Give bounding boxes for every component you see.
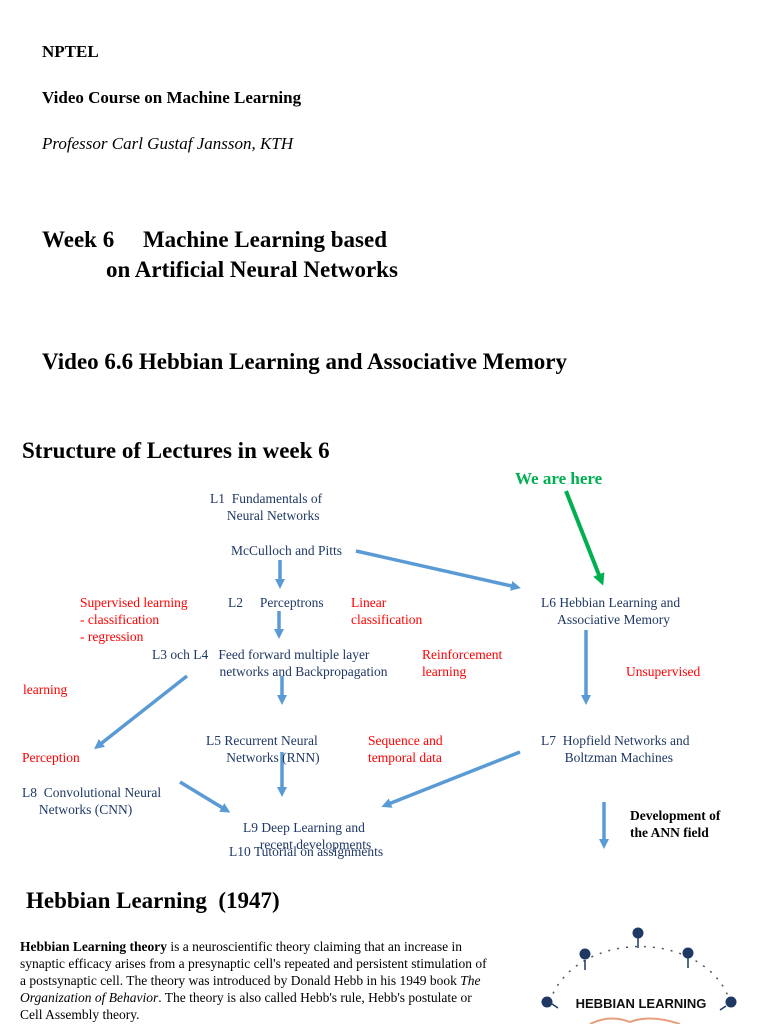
- label-learning: learning: [23, 682, 68, 697]
- node-l2: L2 Perceptrons: [228, 595, 324, 610]
- node-l5: L5 Recurrent Neural Networks (RNN): [206, 733, 320, 765]
- hebbian-learning-logo: HEBBIAN LEARNING: [541, 927, 737, 1024]
- arrow-l8-to-l9: [179, 780, 231, 813]
- hebbian-term: Hebbian Learning theory: [20, 939, 168, 954]
- hebbian-text-1: is a neuroscientific theory claiming tha…: [20, 939, 487, 988]
- structure-heading: Structure of Lectures in week 6: [22, 438, 330, 463]
- hebbian-heading: Hebbian Learning (1947): [26, 888, 280, 913]
- week-title-line2: on Artificial Neural Networks: [106, 257, 398, 282]
- arrow-we-are-here: [564, 490, 605, 586]
- logo-text: HEBBIAN LEARNING: [576, 996, 707, 1011]
- arrow-l7-to-l9: [381, 750, 521, 808]
- node-l3l4: L3 och L4 Feed forward multiple layer ne…: [152, 647, 388, 679]
- label-supervised: Supervised learning - classification - r…: [80, 595, 188, 644]
- node-l10: L10 Tutorial on assignments: [229, 844, 384, 859]
- arrow-mcculloch-to-l6: [355, 549, 521, 591]
- node-l8: L8 Convolutional Neural Networks (CNN): [22, 785, 162, 817]
- node-mcculloch: McCulloch and Pitts: [231, 543, 342, 558]
- label-sequence: Sequence and temporal data: [368, 733, 443, 765]
- video-title: Video 6.6 Hebbian Learning and Associati…: [42, 349, 567, 374]
- professor-name: Professor Carl Gustaf Jansson, KTH: [42, 134, 294, 153]
- org-name: NPTEL: [42, 42, 99, 61]
- label-perception: Perception: [22, 750, 80, 765]
- arrow-l3l4-to-perception: [94, 674, 189, 750]
- node-l1: L1 Fundamentals of Neural Networks: [210, 491, 323, 523]
- label-linear: Linear classification: [351, 595, 423, 627]
- label-development: Development of the ANN field: [630, 808, 721, 840]
- label-reinforcement: Reinforcement learning: [422, 647, 503, 679]
- node-l6: L6 Hebbian Learning and Associative Memo…: [541, 595, 681, 627]
- label-unsupervised: Unsupervised: [626, 664, 701, 679]
- node-l9: L9 Deep Learning and recent developments: [243, 820, 372, 852]
- we-are-here-label: We are here: [515, 469, 603, 488]
- week-title-line1: Week 6 Machine Learning based: [42, 227, 388, 252]
- course-title: Video Course on Machine Learning: [42, 88, 302, 107]
- hebbian-text-2: . The theory is also called Hebb's rule,…: [20, 990, 472, 1022]
- hebbian-paragraph: Hebbian Learning theory is a neuroscient…: [20, 938, 490, 1023]
- node-l7: L7 Hopfield Networks and Boltzman Machin…: [541, 733, 690, 765]
- hebbian-book-title: The Organization of Behavior: [20, 973, 481, 1005]
